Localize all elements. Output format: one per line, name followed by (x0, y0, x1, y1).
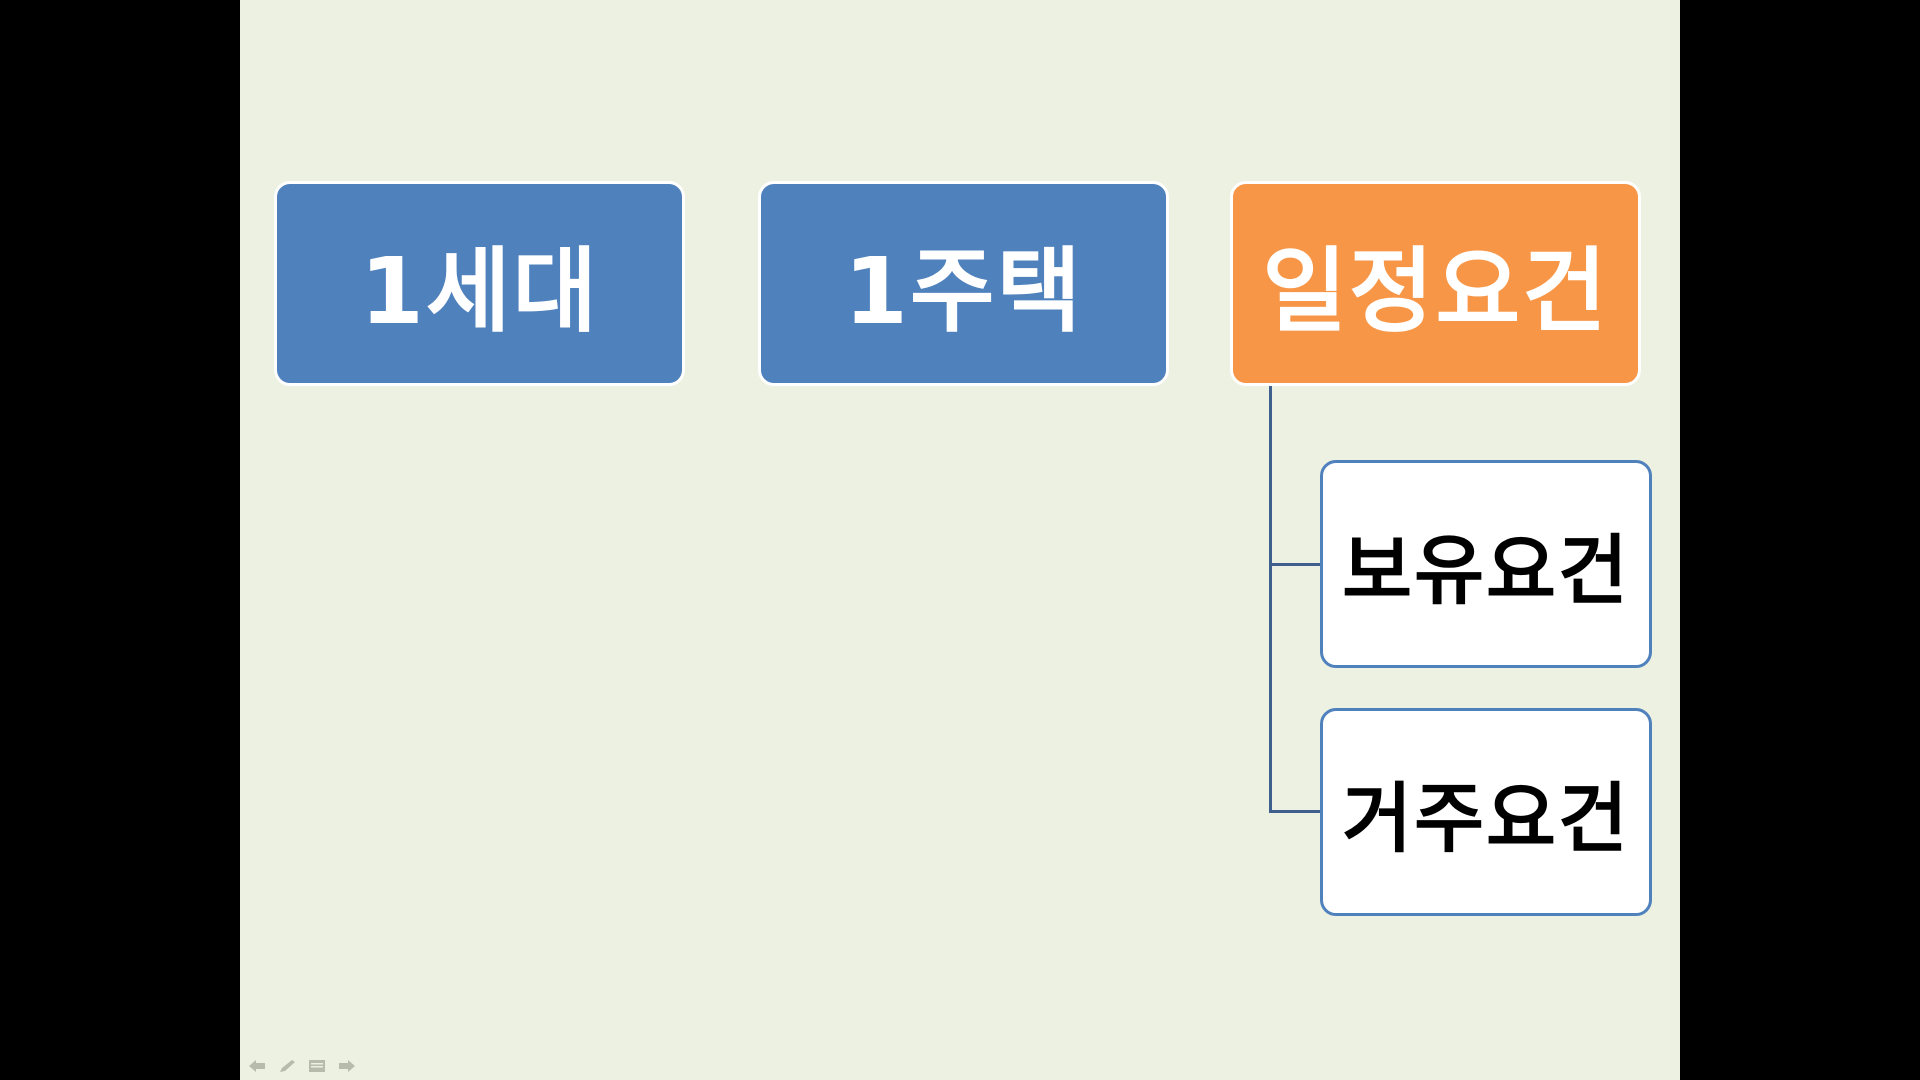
sub-box-residence-requirement: 거주요건 (1320, 708, 1652, 916)
sub-box-ownership-label: 보유요건 (1342, 526, 1630, 615)
box-1-household: 1세대 (274, 181, 685, 386)
slideshow-controls (248, 1058, 356, 1072)
box-1-household-label: 1세대 (359, 238, 600, 345)
box-1-house-label: 1주택 (843, 238, 1084, 345)
box-requirements-label: 일정요건 (1262, 238, 1609, 345)
arrow-left-icon[interactable] (248, 1058, 266, 1072)
menu-icon[interactable] (308, 1058, 326, 1072)
connector-vertical-line (1269, 386, 1272, 813)
pen-icon[interactable] (278, 1058, 296, 1072)
connector-branch-ownership (1269, 563, 1321, 566)
sub-box-ownership-requirement: 보유요건 (1320, 460, 1652, 668)
presentation-slide: 1세대 1주택 일정요건 보유요건 거주요건 (240, 0, 1680, 1080)
sub-box-residence-label: 거주요건 (1342, 774, 1630, 863)
box-requirements: 일정요건 (1230, 181, 1641, 386)
connector-branch-residence (1269, 810, 1321, 813)
box-1-house: 1주택 (758, 181, 1169, 386)
arrow-right-icon[interactable] (338, 1058, 356, 1072)
